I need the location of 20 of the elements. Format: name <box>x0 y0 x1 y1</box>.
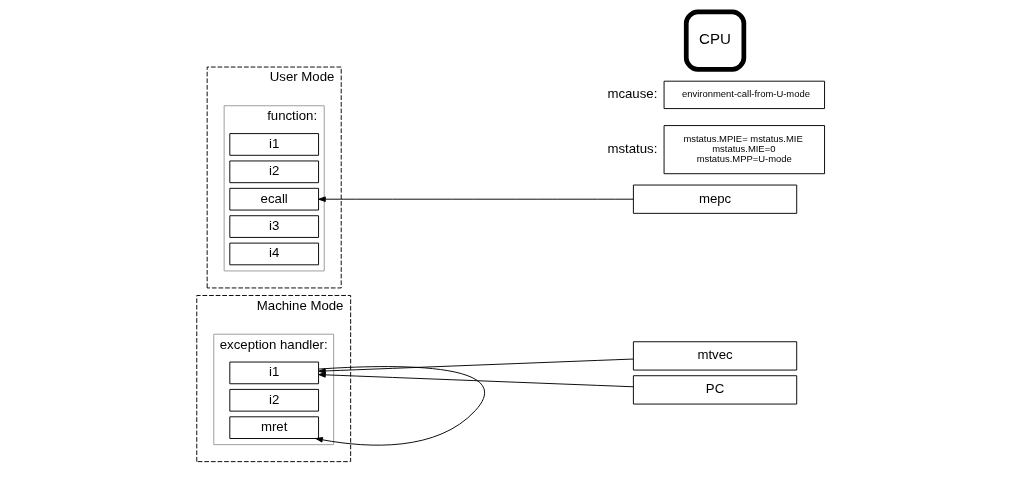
node-box: ecall <box>228 187 319 211</box>
node-box: mstatus.MPIE= mstatus.MIE mstatus.MIE=0 mstatus.MPP=U-mode <box>663 125 825 175</box>
node-box: i3 <box>228 215 319 238</box>
arrow <box>314 366 485 446</box>
arrow <box>317 358 634 374</box>
node-box: i1 <box>228 133 319 156</box>
node-box: mret <box>228 416 319 439</box>
arrow <box>317 372 634 388</box>
node-box: mtvec <box>632 341 797 371</box>
node-box: environment-call-from-U-mode <box>663 80 825 110</box>
node-box: i2 <box>228 160 319 184</box>
node-box: i1 <box>228 361 319 385</box>
node-box: CPU <box>683 9 746 72</box>
arrow <box>317 196 634 202</box>
node-label: mcause: <box>606 86 657 102</box>
node-box: PC <box>632 375 797 405</box>
node-box: i2 <box>228 388 319 412</box>
node-box: i4 <box>228 242 319 266</box>
node-box: mepc <box>632 184 797 214</box>
node-label: mstatus: <box>606 141 657 157</box>
